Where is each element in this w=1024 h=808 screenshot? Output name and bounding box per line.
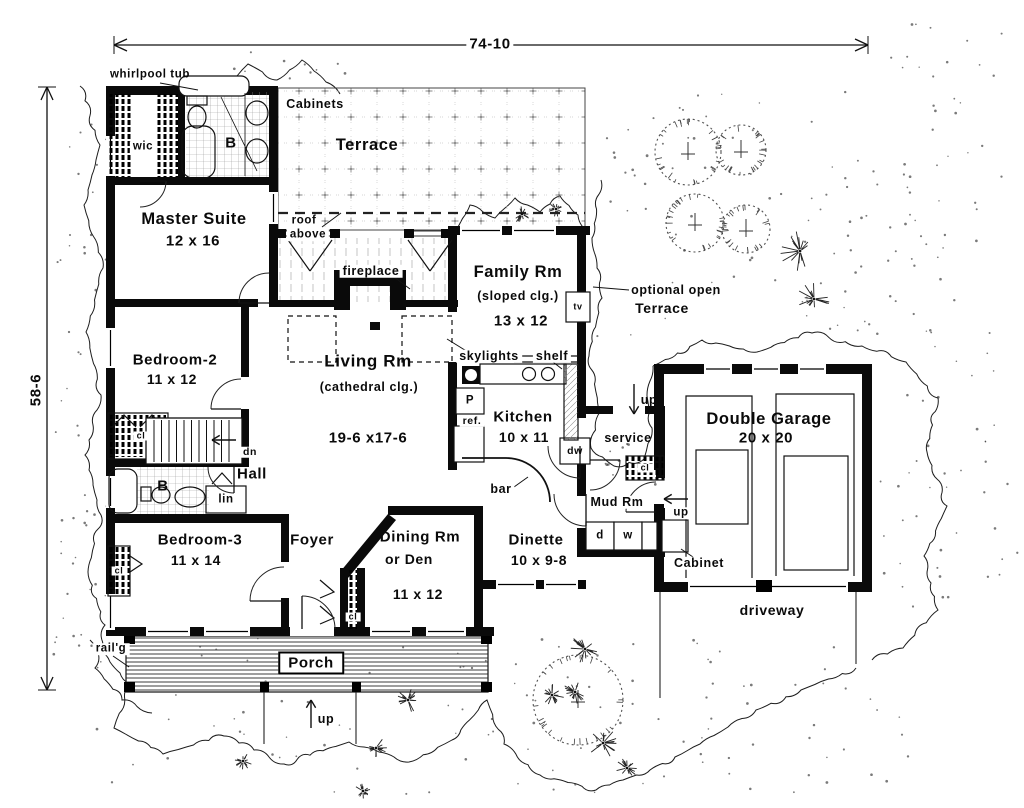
hall-label: Hall xyxy=(237,465,267,483)
garage-cabinet-box xyxy=(661,519,689,553)
overall-width-dimension: 74-10 xyxy=(466,36,514,52)
optional-terrace-prefix: optional open xyxy=(631,282,721,297)
cabinets-label: Cabinets xyxy=(286,96,344,111)
dining-rm-size: 11 x 12 xyxy=(392,586,444,602)
garage-label: Double Garage xyxy=(706,409,832,428)
foyer-label: Foyer xyxy=(290,531,334,549)
toilet-hall-bath xyxy=(140,486,152,502)
porch-deck xyxy=(124,634,492,744)
leader-lines xyxy=(112,82,694,668)
tv-nook xyxy=(565,291,591,323)
living-rm-label: Living Rm xyxy=(324,351,412,371)
family-rm-ceiling: (sloped clg.) xyxy=(477,288,559,303)
dining-closet-label: cl xyxy=(345,612,361,622)
family-rm-label: Family Rm xyxy=(473,262,563,281)
up-service-label: up xyxy=(640,392,658,407)
bedroom2-closet-label: cl xyxy=(133,431,149,441)
fireplace-masonry xyxy=(334,270,406,310)
dryer-box xyxy=(585,521,615,551)
service-label: service xyxy=(604,430,652,445)
kitchen-sink xyxy=(521,366,537,382)
master-suite-size: 12 x 16 xyxy=(165,232,221,250)
kitchen-label: Kitchen xyxy=(493,408,553,426)
driveway-label: driveway xyxy=(739,602,805,618)
fireplace-label: fireplace xyxy=(339,265,403,278)
dryer-label: d xyxy=(596,529,604,542)
fixtures xyxy=(107,75,855,630)
wic-shelves xyxy=(108,94,132,177)
living-rm-size: 19-6 x17-6 xyxy=(328,429,408,447)
stairs xyxy=(145,417,243,465)
dining-rm-alt: or Den xyxy=(385,551,433,567)
optional-terrace-label: Terrace xyxy=(635,300,689,316)
family-rm-size: 13 x 12 xyxy=(493,312,549,330)
door-swings xyxy=(139,180,657,630)
bedroom3-closet-label: cl xyxy=(111,566,127,576)
bedroom3-size: 11 x 14 xyxy=(170,552,222,568)
bedroom2-size: 11 x 12 xyxy=(146,371,198,387)
garage-stall-left xyxy=(685,395,753,578)
dinette-label: Dinette xyxy=(508,531,564,549)
flow-arrows xyxy=(211,384,688,728)
hall-bath-label: B xyxy=(157,477,169,495)
pantry-label: P xyxy=(465,394,475,407)
terrace-area xyxy=(277,87,586,231)
windows xyxy=(106,136,848,636)
living-rm-ceiling: (cathedral clg.) xyxy=(319,379,419,394)
overall-height-dimension: 58-6 xyxy=(28,370,45,410)
pantry-box xyxy=(455,387,485,415)
sink-master-2 xyxy=(245,138,269,164)
roof-above-label-1: roof xyxy=(288,215,320,227)
wic-label: wic xyxy=(129,141,157,153)
dinette-size: 10 x 9-8 xyxy=(510,552,568,568)
up-porch-label: up xyxy=(317,711,335,726)
up-garage-label: up xyxy=(670,507,692,519)
tub-hall-bath xyxy=(108,468,138,514)
dishwasher-box xyxy=(559,437,591,465)
refrigerator-label: ref. xyxy=(459,416,485,427)
garage-size: 20 x 20 xyxy=(738,429,794,447)
linen-label: lin xyxy=(218,493,234,506)
kitchen-size: 10 x 11 xyxy=(498,429,550,445)
stairs-down-label: dn xyxy=(239,447,261,458)
sink-master-1 xyxy=(245,100,269,126)
bedroom2-label: Bedroom-2 xyxy=(132,351,218,369)
porch-label: Porch xyxy=(278,651,344,675)
kitchen-east-counter xyxy=(563,363,579,441)
bar-label: bar xyxy=(487,483,515,496)
mud-rm-label: Mud Rm xyxy=(587,496,647,509)
dining-closet-shelves xyxy=(348,570,357,630)
dining-rm-label: Dining Rm xyxy=(379,528,461,546)
toilet-master xyxy=(186,95,208,106)
refrigerator-box xyxy=(453,425,485,463)
cabinet-label: Cabinet xyxy=(670,557,728,570)
linen-closet-box xyxy=(205,485,247,514)
skylight-right xyxy=(401,315,453,363)
door-leaves xyxy=(111,239,453,625)
driveway-edges xyxy=(659,592,857,698)
trees-shrubs xyxy=(234,118,830,799)
railing-label: rail'g xyxy=(92,643,130,655)
whirlpool-tub-label: whirlpool tub xyxy=(110,68,190,81)
washer-label: w xyxy=(623,529,633,542)
bedroom3-label: Bedroom-3 xyxy=(157,531,243,549)
skylight-left xyxy=(287,315,337,363)
car-space-right xyxy=(783,455,849,571)
tub-master xyxy=(181,125,216,179)
dishwasher-label: dw xyxy=(567,444,583,457)
master-suite-label: Master Suite xyxy=(141,209,247,228)
terrace-label: Terrace xyxy=(335,135,399,154)
car-space-left xyxy=(695,449,749,525)
tv-label: tv xyxy=(573,301,583,312)
master-bath-label: B xyxy=(225,134,237,152)
roof-above-label-2: above xyxy=(286,229,330,241)
sink-hall-bath xyxy=(174,486,206,508)
bar-counter xyxy=(462,457,551,503)
skylights-label: skylights xyxy=(456,350,522,363)
shelf-label: shelf xyxy=(532,350,572,363)
garage-stall-right xyxy=(775,393,855,576)
mudroom-closet-label: cl xyxy=(637,463,653,473)
